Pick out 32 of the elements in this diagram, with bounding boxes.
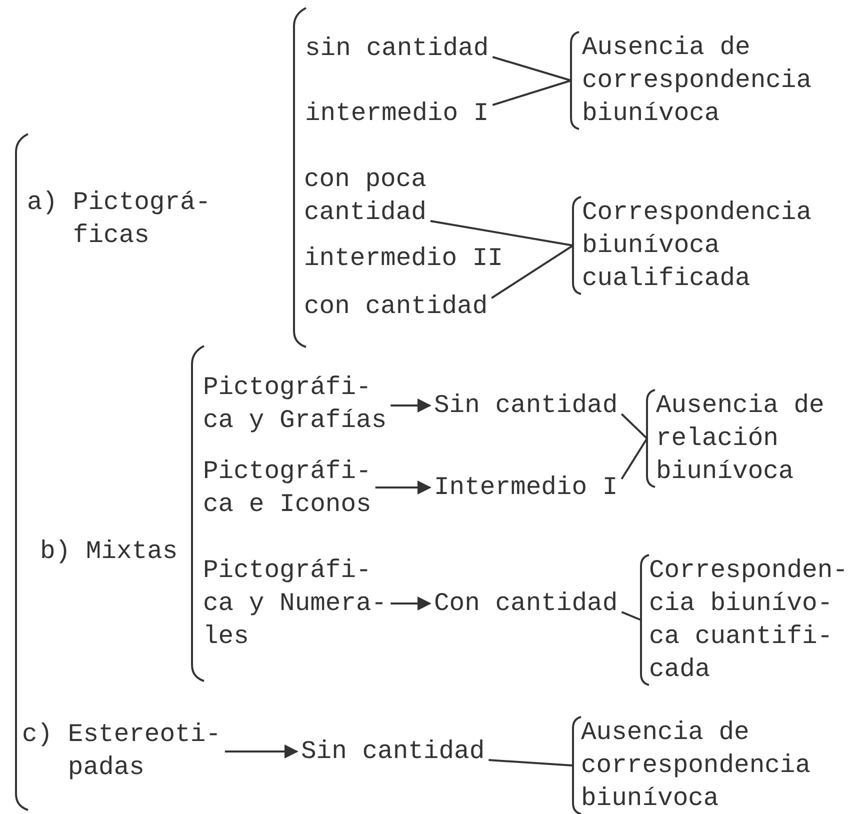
connector-line: [488, 759, 574, 766]
connector-line: [620, 413, 648, 440]
arrow: [375, 480, 432, 494]
connector-line: [491, 244, 574, 299]
category-text: c) Estereoti- padas: [22, 718, 229, 784]
category-text: Ausencia de relación biunívoca: [656, 390, 826, 488]
connector-line: [620, 438, 648, 480]
connector-line: [430, 220, 574, 246]
category-text: Ausencia de correspondencia biunívoca: [581, 717, 812, 814]
category-text: Ausencia de correspondencia biunívoca: [582, 32, 813, 130]
category-text: Con cantidad: [434, 587, 633, 620]
category-text: intermedio II: [304, 242, 518, 275]
connector-line: [492, 56, 572, 82]
category-text: Pictográfi- ca y Grafías: [203, 371, 394, 437]
category-text: con poca cantidad: [304, 163, 434, 229]
arrow: [390, 398, 432, 412]
category-label: a) Pictográ- ficas: [27, 187, 212, 252]
category-text: Pictográfi- ca y Numera- les: [203, 554, 394, 653]
category-text: sin cantidad: [305, 32, 504, 65]
category-label: b) Mixtas: [40, 536, 178, 568]
category-text: Sin cantidad: [434, 389, 633, 422]
category-text: Intermedio I: [434, 471, 633, 504]
category-text: intermedio I: [305, 97, 504, 130]
connector-line: [492, 80, 572, 106]
arrow: [224, 744, 298, 758]
connector-line: [621, 611, 642, 621]
category-text: Correspondencia biunívoca cualificada: [582, 197, 813, 295]
category-text: Sin cantidad: [301, 735, 500, 768]
category-text: Corresponden- cia biunívo- ca cuantifi- cada: [649, 555, 849, 686]
category-text: Pictográfi- ca e Iconos: [203, 455, 394, 521]
category-text: con cantidad: [304, 290, 503, 323]
arrow: [390, 596, 432, 610]
